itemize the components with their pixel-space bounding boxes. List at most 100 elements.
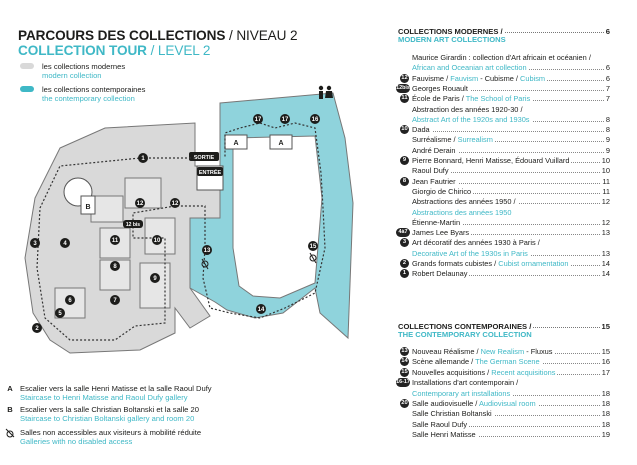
index-entry-segment: Decorative Art of the 1930s in Paris	[412, 248, 528, 258]
index-entry-text: Scène allemande / The German Scene	[412, 357, 542, 367]
central-void	[232, 135, 323, 299]
leader-line	[412, 141, 610, 143]
page-number: 13	[599, 248, 610, 258]
index-entry-segment: Salle Henri Matisse	[412, 430, 476, 440]
page-number: 6	[603, 73, 610, 83]
svg-text:4: 4	[63, 241, 67, 247]
title-en: COLLECTION TOUR	[18, 43, 147, 58]
page-number: 8	[603, 125, 610, 135]
page-number: 10	[599, 156, 610, 165]
page-number: 7	[603, 83, 610, 93]
index-entry-segment: Salle audiovisuelle /	[412, 399, 479, 408]
index-row: Abstract Art of the 1920s and 1930s 8	[398, 114, 610, 124]
index-entry-segment: Fauvism	[450, 73, 479, 83]
page-number: 6	[603, 63, 610, 73]
index-row: Decorative Art of the 1930s in Paris 13	[398, 248, 610, 258]
leader-line	[412, 415, 610, 417]
index-entry-text: Grands formats cubistes / Cubist ornamen…	[412, 259, 571, 268]
title-fr: PARCOURS DES COLLECTIONS	[18, 28, 226, 43]
room-badge-6: 6	[65, 295, 75, 305]
title-block: PARCOURS DES COLLECTIONS / NIVEAU 2 COLL…	[18, 28, 298, 58]
index-entry-segment: Cubism	[520, 73, 546, 83]
wheelchair-icon	[5, 428, 15, 438]
wheelchair-icon	[201, 258, 209, 270]
index-entry-segment: Abstractions des années 1950	[412, 207, 512, 217]
index-entry-text: Étienne-Martin	[412, 217, 463, 227]
page-number: 11	[600, 176, 610, 186]
modern-header-fr: COLLECTIONS MODERNES /	[398, 27, 505, 36]
leader-line	[412, 131, 610, 133]
index-entry-segment: - Fluxus	[524, 347, 553, 356]
page-number: 18	[599, 388, 610, 398]
index-entry-segment: James Lee Byars	[412, 228, 470, 238]
page-subtitle: COLLECTION TOUR / LEVEL 2	[18, 43, 298, 58]
contemporary-header-en: THE CONTEMPORARY COLLECTION	[398, 330, 532, 339]
room-number-badge: 16-17	[396, 378, 410, 388]
svg-text:12: 12	[137, 201, 144, 207]
index-entry-text: Contemporary art installations	[412, 388, 513, 398]
title-fr-level: / NIVEAU 2	[225, 28, 298, 43]
leader-line	[412, 275, 610, 277]
entree-tag	[197, 167, 223, 176]
index-entry-text: Salle Raoul Dufy	[412, 419, 470, 429]
index-row: Salle Raoul Dufy 18	[398, 419, 610, 429]
room-badge-17a: 17	[253, 114, 263, 124]
index-entry-text: African and Oceanian art collection	[412, 63, 529, 73]
index-entry-segment: The German Scene	[475, 357, 540, 367]
wheelchair-icon	[309, 252, 317, 264]
note-wheelchair-text: Salles non accessibles aux visiteurs à m…	[20, 428, 202, 446]
page-number: 8	[603, 114, 610, 124]
index-entry-segment: Étienne-Martin	[412, 217, 461, 227]
svg-text:14: 14	[258, 307, 265, 313]
index-entry-text: Salle Henri Matisse	[412, 430, 478, 440]
page-number: 7	[603, 94, 610, 104]
room-number-badge: 12bis	[396, 83, 410, 93]
index-entry-text: Maurice Girardin : collection d'Art afri…	[412, 53, 593, 62]
index-entry-segment: École de Paris /	[412, 94, 466, 104]
index-entry-segment: Abstractions des années 1950 /	[412, 197, 516, 207]
index-entry-segment: Fauvisme /	[412, 73, 451, 83]
index-entry-segment: Maurice Girardin : collection d'Art afri…	[412, 53, 591, 62]
index-entry-segment: Giorgio de Chirico	[412, 186, 472, 196]
index-entry-segment: Abstract Art of the 1920s and 1930s	[412, 114, 530, 124]
stair-a2-box	[269, 134, 293, 150]
index-entry-segment: Surrealism	[457, 135, 493, 145]
room-badge-14: 14	[256, 304, 266, 314]
index-entry-segment: African and Oceanian art collection	[412, 63, 527, 73]
index-entry-text: James Lee Byars	[412, 228, 472, 238]
sortie-tag	[189, 152, 219, 161]
index-entry-segment: Surréalisme /	[412, 135, 458, 145]
toilets-icon	[318, 85, 333, 99]
page-number: 12	[599, 197, 610, 207]
index-entry-segment: Scène allemande /	[412, 357, 476, 367]
room-number-badge: 2	[400, 259, 409, 268]
index-entry-text: Fauvisme / Fauvism - Cubisme / Cubism	[412, 73, 548, 83]
modern-header-en: MODERN ART COLLECTIONS	[398, 35, 506, 44]
svg-text:12: 12	[172, 201, 179, 207]
svg-text:5: 5	[58, 311, 62, 317]
index-row: Abstractions des années 1950	[398, 207, 610, 217]
index-entry-text: École de Paris / The School of Paris	[412, 94, 533, 104]
page-number: 17	[599, 367, 610, 377]
room-number-badge: 15	[400, 367, 409, 377]
page-number: 18	[599, 409, 610, 419]
entree-label: ENTRÉE	[199, 168, 222, 176]
page-number: 15	[599, 347, 610, 356]
room-badge-9: 9	[150, 273, 160, 283]
page-number: 18	[599, 419, 610, 429]
room-badge-12b: 12	[170, 198, 180, 208]
index-entry-text: Art décoratif des années 1930 à Paris /	[412, 238, 542, 248]
index-entry-text: Robert Delaunay	[412, 269, 470, 279]
sortie-label: SORTIE	[194, 155, 215, 161]
index-entry-segment: Salle Christian Boltanski	[412, 409, 492, 419]
